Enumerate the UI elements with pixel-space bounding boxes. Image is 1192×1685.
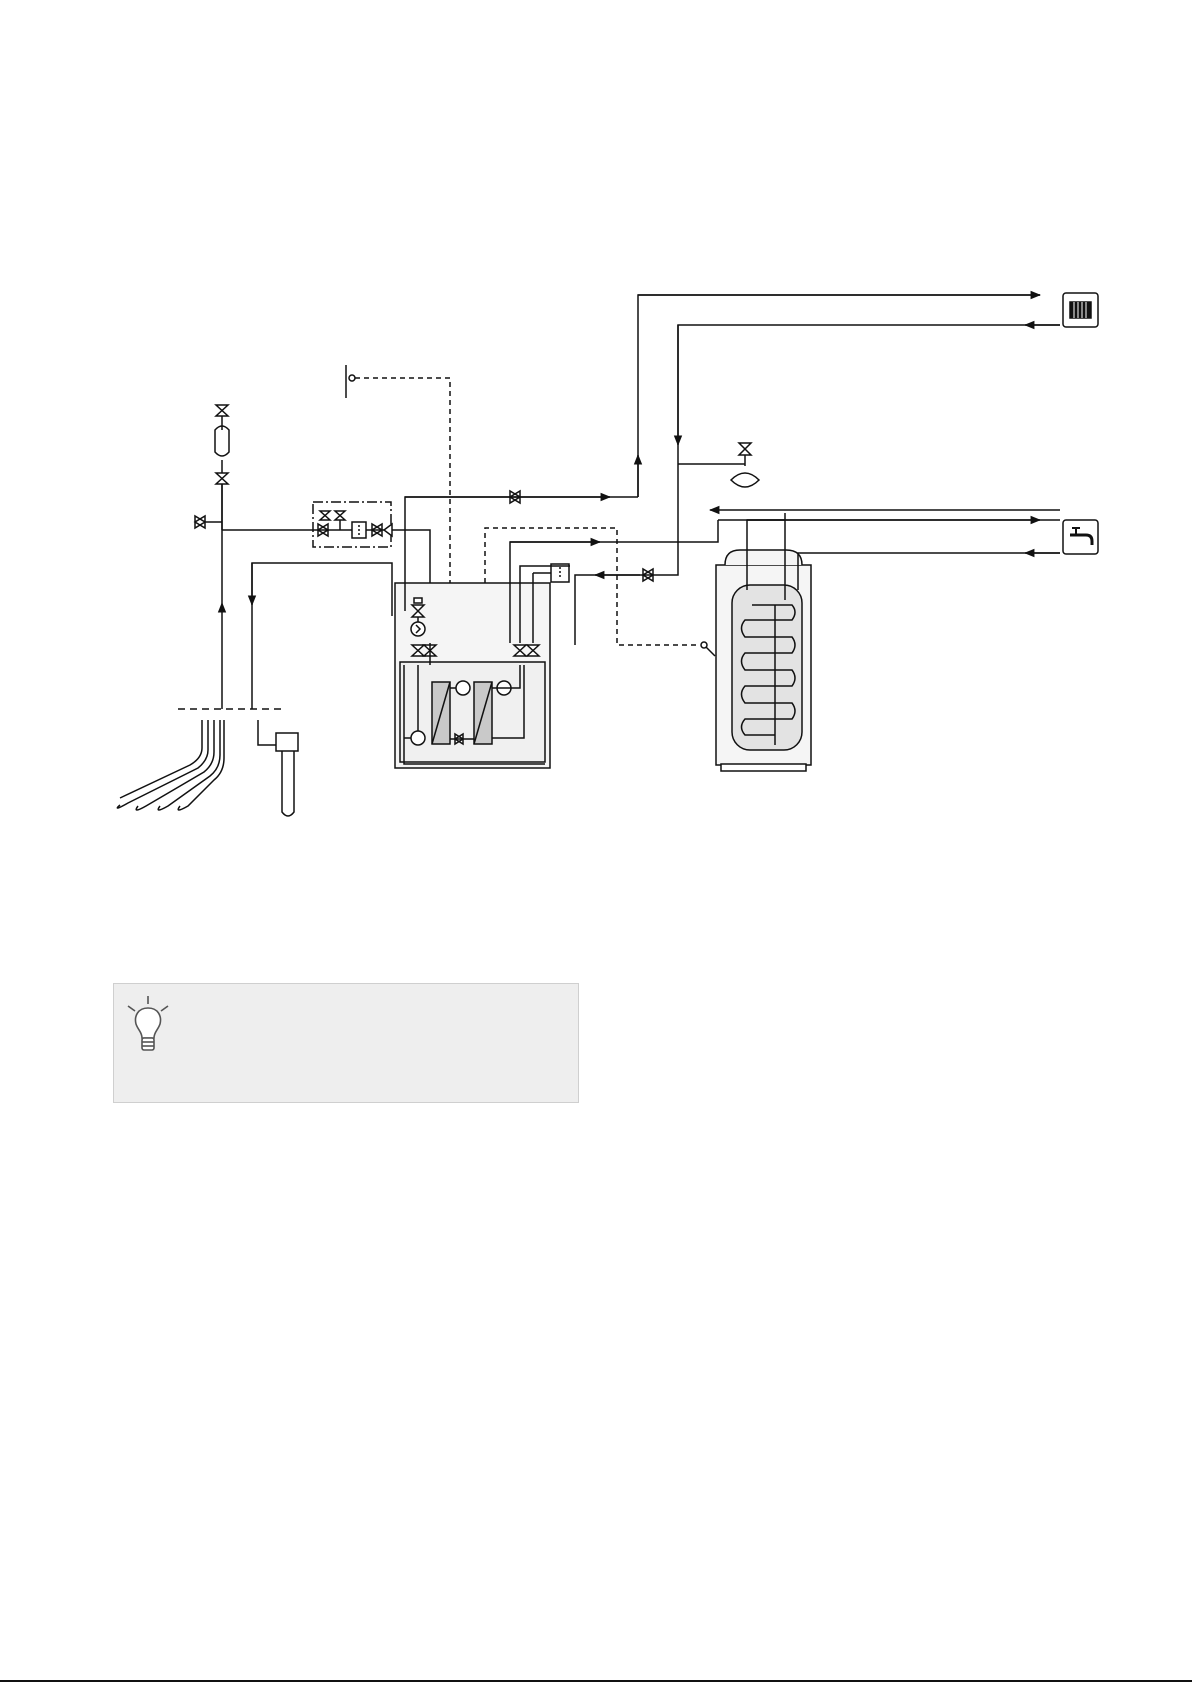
lightbulb-icon [120,994,170,1054]
ground-collector-icon [117,720,224,810]
filling-valve-set-icon [222,502,420,547]
footer-rule [0,1680,1192,1682]
radiator-icon [1063,293,1098,327]
tip-box [113,983,579,1103]
expansion-vessel-icon [215,405,229,484]
heat-pump-icon [395,583,550,768]
temperature-sensor-icon [346,365,355,398]
water-heater-icon [716,550,811,771]
borehole-icon [258,720,298,816]
membrane-vessel-icon [678,443,759,487]
tap-icon [1063,520,1098,554]
